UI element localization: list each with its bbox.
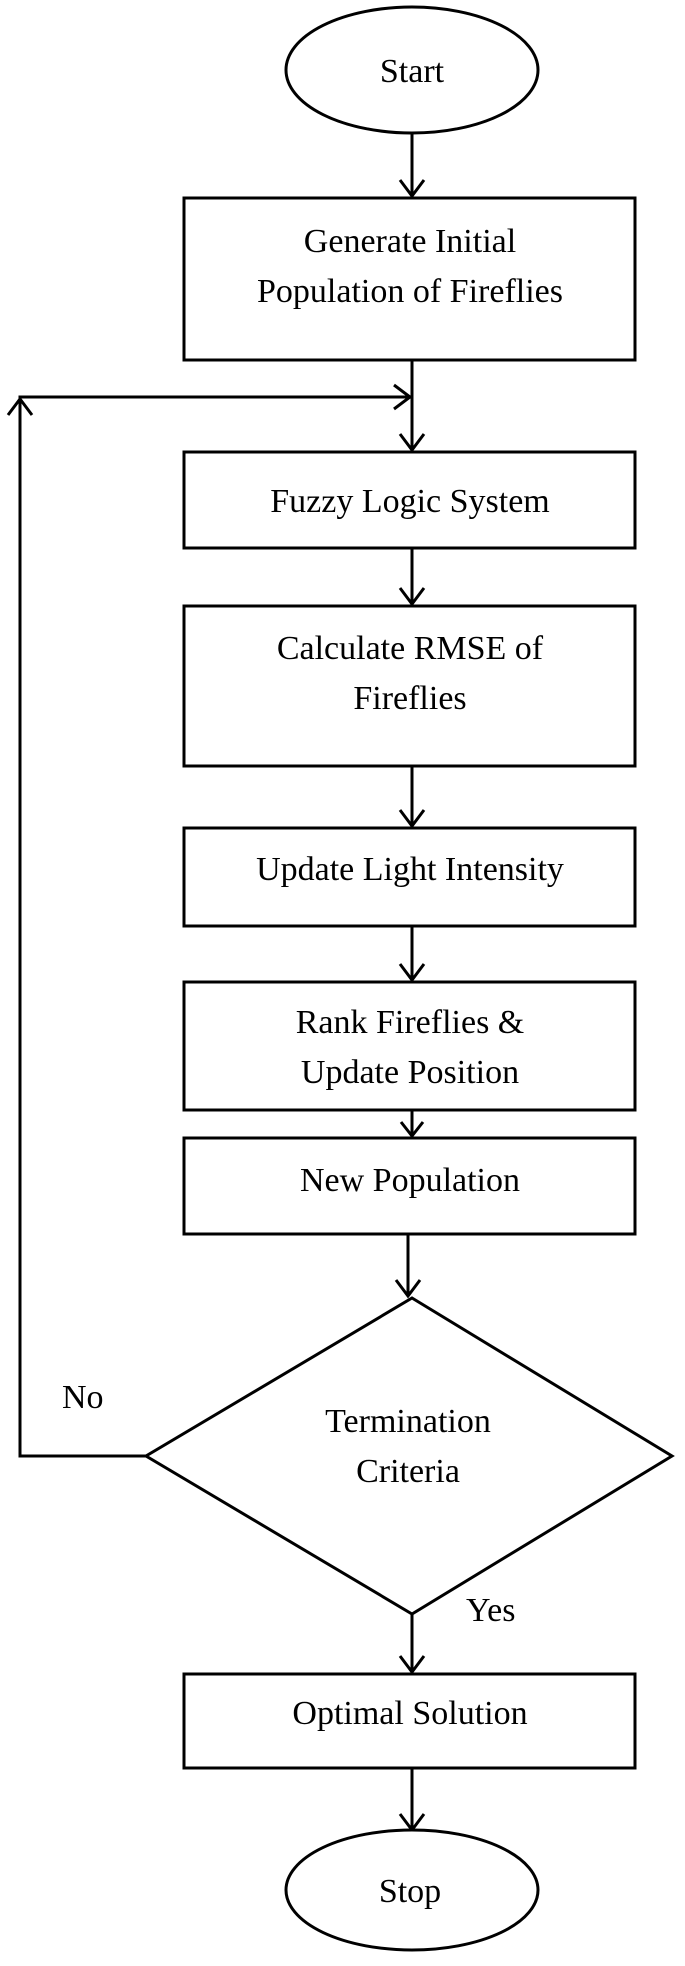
- optimal-solution-label: Optimal Solution: [292, 1695, 527, 1732]
- generate-population-box: Generate Initial Population of Fireflies: [182, 196, 637, 362]
- calculate-rmse-line2: Fireflies: [353, 680, 466, 717]
- arrow-solution-to-stop: [398, 1768, 426, 1833]
- calculate-rmse-line1: Calculate RMSE of: [277, 630, 544, 667]
- stop-terminator: Stop: [284, 1828, 540, 1952]
- update-light-box: Update Light Intensity: [182, 826, 637, 928]
- no-edge-label: No: [62, 1379, 104, 1416]
- optimal-solution-box: Optimal Solution: [182, 1672, 637, 1770]
- arrow-new-population-to-termination: [394, 1234, 422, 1299]
- start-terminator: Start: [284, 5, 540, 135]
- arrow-generate-to-fuzzy: [398, 360, 426, 453]
- arrow-start-to-generate: [398, 133, 426, 199]
- fuzzy-logic-box: Fuzzy Logic System: [182, 450, 637, 550]
- generate-population-line2: Population of Fireflies: [257, 273, 563, 310]
- rank-update-line2: Update Position: [301, 1054, 519, 1091]
- arrow-rmse-to-light: [398, 766, 426, 829]
- yes-edge-label: Yes: [466, 1592, 515, 1629]
- arrow-termination-to-solution: [398, 1614, 426, 1675]
- arrow-rank-to-new-population: [399, 1110, 425, 1139]
- rank-update-box: Rank Fireflies & Update Position: [182, 980, 637, 1112]
- rank-update-line1: Rank Fireflies &: [296, 1004, 525, 1041]
- termination-line2: Criteria: [356, 1453, 460, 1490]
- generate-population-line1: Generate Initial: [304, 223, 516, 260]
- loop-back-arrow: [6, 383, 413, 1458]
- fuzzy-logic-label: Fuzzy Logic System: [270, 483, 550, 520]
- stop-label: Stop: [379, 1873, 441, 1910]
- calculate-rmse-box: Calculate RMSE of Fireflies: [182, 604, 637, 768]
- new-population-label: New Population: [300, 1162, 520, 1199]
- new-population-box: New Population: [182, 1136, 637, 1236]
- update-light-label: Update Light Intensity: [256, 851, 564, 888]
- arrow-light-to-rank: [398, 926, 426, 983]
- start-label: Start: [380, 53, 445, 90]
- termination-decision: Termination Criteria: [143, 1296, 675, 1616]
- termination-line1: Termination: [325, 1403, 491, 1440]
- arrow-fuzzy-to-rmse: [398, 548, 426, 607]
